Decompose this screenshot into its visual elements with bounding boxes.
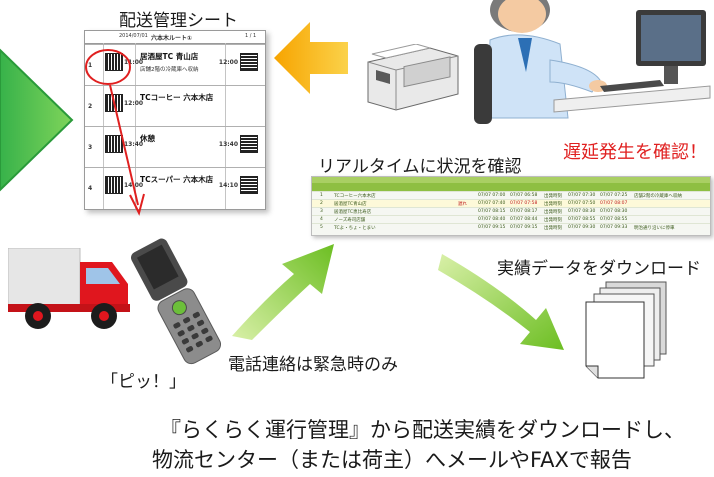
table-cell: 出発時刻 — [544, 210, 562, 215]
table-cell: 07/07 08:17 — [510, 209, 538, 214]
realtime-label: リアルタイムに状況を確認 — [318, 157, 522, 177]
operator-at-computer-icon — [474, 0, 711, 124]
sheet-row-time: 13:40 — [124, 141, 144, 148]
qr-code-icon — [105, 135, 123, 153]
sheet-row-name: 居酒屋TC 青山店 — [140, 52, 199, 61]
table-cell: 居酒屋TC恵比寿店 — [334, 210, 372, 215]
table-cell: 07/07 06:58 — [510, 193, 538, 198]
qr-code-icon — [105, 53, 123, 71]
status-table-group-header — [312, 177, 710, 183]
sheet-row-no: 2 — [88, 103, 93, 110]
sheet-row-name: 休憩 — [140, 134, 155, 143]
status-table-header — [312, 183, 710, 191]
table-cell: 出発時刻 — [544, 226, 562, 231]
footer-line-2: 物流センター（または荷主）へメールやFAXで報告 — [152, 448, 632, 472]
delay-flag: 遅れ — [458, 202, 467, 207]
sheet-page: 1 / 1 — [245, 33, 257, 39]
table-cell: 3 — [320, 209, 323, 214]
sheet-course: 六本木ルート① — [151, 35, 193, 42]
table-cell: 07/07 08:44 — [510, 217, 538, 222]
green-arrow-upload — [232, 244, 334, 340]
qr-code-icon — [240, 135, 258, 153]
table-cell: 07/07 09:33 — [600, 225, 628, 230]
sheet-row: 1 11:00 居酒屋TC 青山店 店舗2階の冷蔵庫へ収納 12:00 — [85, 44, 265, 85]
table-cell: 07/07 08:55 — [600, 217, 628, 222]
sheet-header: 2014/07/01 六本木ルート① 1 / 1 — [85, 31, 265, 44]
table-cell: 07/07 07:25 — [600, 193, 628, 198]
table-cell: 07/07 07:58 — [510, 201, 538, 206]
table-cell: 07/07 08:55 — [568, 217, 596, 222]
beep-label: 「ピッ！」 — [101, 372, 186, 392]
sheet-row-time: 11:00 — [124, 59, 144, 66]
red-scan-arrow — [85, 49, 145, 216]
sheet-row-no: 1 — [88, 62, 93, 69]
table-cell: TCコーヒー六本木店 — [334, 194, 376, 199]
delay-label: 遅延発生を確認！ — [563, 142, 707, 163]
delivery-truck-icon — [8, 248, 130, 329]
table-cell: 5 — [320, 225, 323, 230]
sheet-row-time: 12:00 — [124, 100, 144, 107]
table-cell: 07/07 09:15 — [478, 225, 506, 230]
footer-line-1: 『らくらく運行管理』から配送実績をダウンロードし、 — [160, 418, 685, 442]
document-stack-icon — [585, 281, 667, 379]
qr-code-icon — [105, 176, 123, 194]
table-cell: 2 — [320, 201, 323, 206]
phone-note-label: 電話連絡は緊急時のみ — [228, 355, 398, 375]
table-cell: 07/07 07:30 — [568, 193, 596, 198]
table-cell: 店舗2階の冷蔵庫へ収納 — [634, 194, 682, 199]
sheet-row-time2: 12:00 — [218, 59, 238, 66]
table-row: 3 居酒屋TC恵比寿店 07/07 08:15 07/07 08:17 出発時刻… — [312, 207, 710, 216]
sheet-title: 配送管理シート — [119, 11, 238, 31]
qr-code-icon — [240, 176, 258, 194]
table-cell: 07/07 08:07 — [600, 201, 628, 206]
sheet-row-no: 4 — [88, 185, 93, 192]
orange-arrow-left — [274, 22, 348, 94]
table-cell: 07/07 09:15 — [510, 225, 538, 230]
table-cell: 07/07 09:30 — [568, 225, 596, 230]
table-cell: 居酒屋TC青山店 — [334, 202, 367, 207]
delivery-sheet: 2014/07/01 六本木ルート① 1 / 1 1 11:00 居酒屋TC 青… — [84, 30, 266, 210]
table-cell: 07/07 08:30 — [568, 209, 596, 214]
table-cell: 出発時刻 — [544, 218, 562, 223]
table-row: 4 ノーズ寿司店舗 07/07 08:40 07/07 08:44 出発時刻 0… — [312, 215, 710, 224]
table-cell: ノーズ寿司店舗 — [334, 218, 366, 223]
sheet-row-no: 3 — [88, 144, 93, 151]
download-label: 実績データをダウンロード — [497, 259, 701, 279]
printer-icon — [367, 44, 459, 111]
qr-code-icon — [240, 53, 258, 71]
table-cell: 1 — [320, 193, 323, 198]
sheet-row-name: TCスーパー 六本木店 — [140, 175, 214, 184]
table-cell: 07/07 07:50 — [568, 201, 596, 206]
table-cell: TCよ・ちょ・とまい — [334, 226, 376, 231]
sheet-row-name: TCコーヒー 六本木店 — [140, 93, 214, 102]
table-row: 2 居酒屋TC青山店 遅れ 07/07 07:40 07/07 07:58 出発… — [312, 199, 710, 208]
table-cell: 4 — [320, 217, 323, 222]
table-cell: 07/07 07:40 — [478, 201, 506, 206]
table-row: 5 TCよ・ちょ・とまい 07/07 09:15 07/07 09:15 出発時… — [312, 223, 710, 232]
table-row: 1 TCコーヒー六本木店 07/07 07:00 07/07 06:58 出発時… — [312, 191, 710, 200]
table-cell: 07/07 08:40 — [478, 217, 506, 222]
green-arrow-download — [438, 254, 564, 350]
sheet-row-note: 店舗2階の冷蔵庫へ収納 — [140, 67, 199, 73]
table-cell: 07/07 08:15 — [478, 209, 506, 214]
green-direction-arrow — [0, 48, 74, 192]
table-cell: 出発時刻 — [544, 202, 562, 207]
sheet-row-time2: 14:10 — [218, 182, 238, 189]
sheet-row-time2: 13:40 — [218, 141, 238, 148]
table-cell: 明治通り沿いに停車 — [634, 226, 675, 231]
sheet-date: 2014/07/01 — [119, 33, 148, 39]
table-cell: 07/07 07:00 — [478, 193, 506, 198]
sheet-row: 3 13:40 休憩 13:40 — [85, 126, 265, 167]
status-table: 1 TCコーヒー六本木店 07/07 07:00 07/07 06:58 出発時… — [311, 176, 711, 236]
table-cell: 出発時刻 — [544, 194, 562, 199]
table-cell: 07/07 08:30 — [600, 209, 628, 214]
mobile-phone-icon — [130, 238, 222, 365]
